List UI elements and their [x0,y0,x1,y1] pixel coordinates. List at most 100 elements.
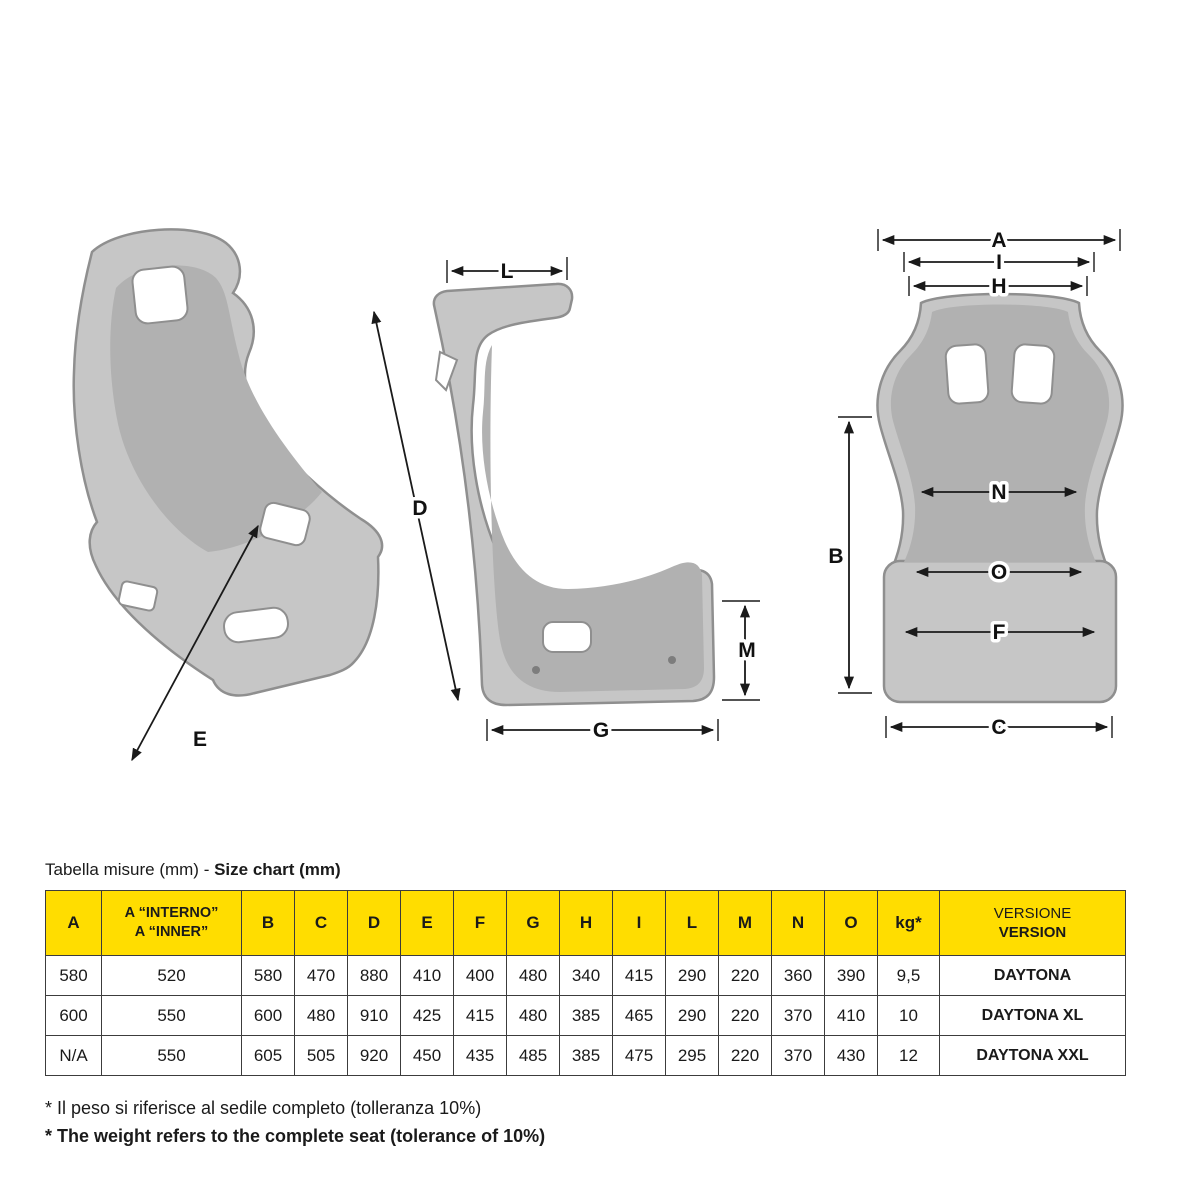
table-cell: 10 [877,995,940,1036]
table-cell: 385 [559,1035,613,1076]
mount-dot-right [668,656,676,664]
col-header-n: N [771,890,825,956]
seat-front-shading [890,304,1110,562]
table-cell: 505 [294,1035,348,1076]
seat-diagrams: E L D M G [72,226,1124,762]
dim-O: O [915,558,1083,588]
col-header-a-interno: A “INTERNO” [124,905,219,922]
size-chart-section: Tabella misure (mm) - Size chart (mm) A … [45,860,1126,1076]
dim-I: I [903,248,1095,278]
table-cell-version: DAYTONA XL [939,995,1126,1036]
table-cell: 910 [347,995,401,1036]
table-cell: 600 [241,995,295,1036]
col-header-o: O [824,890,878,956]
dim-label-G: G [593,719,609,742]
table-cell: 600 [45,995,102,1036]
table-cell: 410 [400,955,454,996]
table-cell: 580 [241,955,295,996]
col-header-version-en: VERSION [998,924,1067,941]
table-row-daytona: 580 520 580 470 880 410 400 480 340 415 … [45,955,1126,996]
col-header-a-inner: A “INTERNO” A “INNER” [101,890,242,956]
dim-label-C: C [991,716,1006,739]
header-row: A A “INTERNO” A “INNER” B C D E F G H I … [45,890,1126,956]
dim-F: F [904,618,1096,648]
table-cell: 220 [718,1035,772,1076]
seat-side-shading [482,345,704,692]
table-cell: 475 [612,1035,666,1076]
col-header-e: E [400,890,454,956]
table-cell: 480 [294,995,348,1036]
col-header-c: C [294,890,348,956]
dim-L: L [446,257,568,287]
headrest-hole [131,265,189,325]
table-cell: 290 [665,955,719,996]
table-cell: 450 [400,1035,454,1076]
table-row-daytona-xl: 600 550 600 480 910 425 415 480 385 465 … [45,995,1126,1036]
dim-label-M: M [738,639,756,662]
mount-dot-left [532,666,540,674]
table-cell: 390 [824,955,878,996]
size-chart-table: A A “INTERNO” A “INNER” B C D E F G H I … [45,890,1126,1076]
table-cell: 340 [559,955,613,996]
table-cell: 295 [665,1035,719,1076]
dim-label-N: N [991,481,1006,504]
table-cell: 415 [612,955,666,996]
table-cell: 550 [101,995,242,1036]
table-cell: 220 [718,995,772,1036]
seat-side-view [432,282,716,707]
table-cell: 370 [771,995,825,1036]
side-base-slot [542,621,592,653]
table-cell: 480 [506,995,560,1036]
table-cell: 520 [101,955,242,996]
harness-hole-right [1010,343,1056,405]
footnote-english: * The weight refers to the complete seat… [45,1126,546,1146]
table-cell: 425 [400,995,454,1036]
side-bolster-hole [259,501,311,547]
col-header-b: B [241,890,295,956]
footnote-italian: * Il peso si riferisce al sedile complet… [45,1098,482,1118]
table-cell-version: DAYTONA XXL [939,1035,1126,1076]
table-cell: 415 [453,995,507,1036]
table-cell: 470 [294,955,348,996]
dim-D: D [371,310,461,702]
table-cell-version: DAYTONA [939,955,1126,996]
table-cell: 12 [877,1035,940,1076]
col-header-kg: kg* [877,890,940,956]
dim-C: C [885,713,1113,743]
table-cell: 605 [241,1035,295,1076]
table-row-daytona-xxl: N/A 550 605 505 920 450 435 485 385 475 … [45,1035,1126,1076]
table-cell: 290 [665,995,719,1036]
table-cell: 9,5 [877,955,940,996]
table-cell: 385 [559,995,613,1036]
table-cell: 360 [771,955,825,996]
table-cell: 880 [347,955,401,996]
seat-perspective-shading [110,265,322,552]
table-cell: 435 [453,1035,507,1076]
dim-label-E: E [193,728,207,751]
col-header-d: D [347,890,401,956]
table-cell: 465 [612,995,666,1036]
footnotes: * Il peso si riferisce al sedile complet… [45,1098,545,1147]
col-header-a-inner-en: A “INNER” [134,924,209,940]
dim-label-H: H [991,275,1006,298]
table-cell: 430 [824,1035,878,1076]
dim-E: E [131,524,259,762]
col-header-g: G [506,890,560,956]
col-header-version: VERSIONE VERSION [939,890,1126,956]
col-header-a: A [45,890,102,956]
harness-hole-left [944,343,990,405]
table-cell: 400 [453,955,507,996]
dim-B: B [825,416,872,694]
dim-label-L: L [501,260,514,283]
table-cell: 480 [506,955,560,996]
table-cell: 220 [718,955,772,996]
dim-label-B: B [828,545,843,568]
table-cell: N/A [45,1035,102,1076]
dim-label-A: A [991,229,1006,252]
dim-label-D: D [412,497,427,520]
dim-A: A [877,226,1121,256]
table-cell: 920 [347,1035,401,1076]
table-title: Tabella misure (mm) - Size chart (mm) [45,860,1125,880]
dim-G: G [486,716,719,746]
table-cell: 580 [45,955,102,996]
